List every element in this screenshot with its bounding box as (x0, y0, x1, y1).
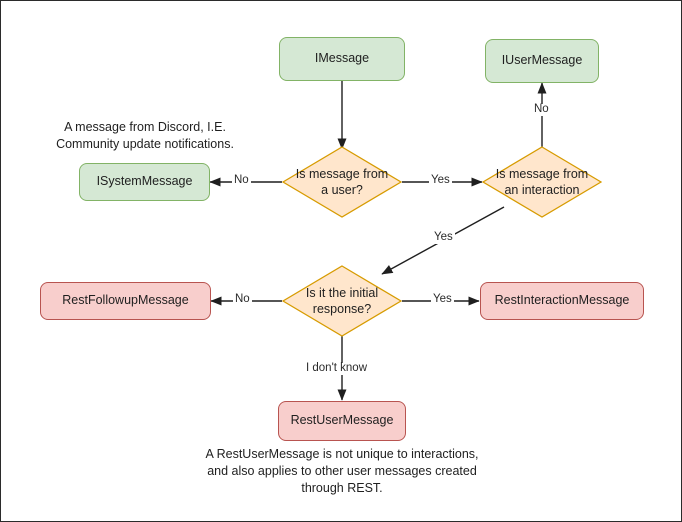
node-restinteractionmessage-label: RestInteractionMessage (494, 293, 630, 308)
edge-label-initial-no: No (233, 293, 252, 306)
edge-label-initial-unknown: I don't know (304, 362, 370, 375)
edge-label-interaction-yes: Yes (432, 231, 455, 244)
edge-label-initial-yes: Yes (431, 293, 454, 306)
node-restusermessage-label: RestUserMessage (290, 413, 394, 428)
annotation-rest-user-message: A RestUserMessage is not unique to inter… (205, 447, 479, 495)
node-decision-is-message-from-an-interaction[interactable]: Is message from an interaction (482, 146, 602, 218)
diamond-shape-initial (282, 265, 402, 337)
diamond-shape-user (282, 146, 402, 218)
node-decision-is-it-the-initial-response[interactable]: Is it the initial response? (282, 265, 402, 337)
edge-label-interaction-no: No (532, 103, 551, 116)
edge-label-user-yes: Yes (429, 174, 452, 187)
diamond-shape-interaction (482, 146, 602, 218)
node-iusermessage[interactable]: IUserMessage (485, 39, 599, 83)
node-restinteractionmessage[interactable]: RestInteractionMessage (480, 282, 644, 320)
node-decision-user-label: Is message from a user? (295, 166, 389, 197)
node-restfollowupmessage-label: RestFollowupMessage (62, 293, 189, 308)
node-restfollowupmessage[interactable]: RestFollowupMessage (40, 282, 211, 320)
node-iusermessage-label: IUserMessage (501, 53, 583, 68)
annotation-system-message: A message from Discord, I.E. Community u… (56, 120, 234, 151)
node-restusermessage[interactable]: RestUserMessage (278, 401, 406, 441)
node-imessage[interactable]: IMessage (279, 37, 405, 81)
edge-label-user-no: No (232, 174, 251, 187)
node-imessage-label: IMessage (314, 51, 370, 66)
node-decision-interaction-label: Is message from an interaction (495, 166, 589, 197)
node-isystemmessage[interactable]: ISystemMessage (79, 163, 210, 201)
node-decision-initial-label: Is it the initial response? (305, 285, 379, 316)
node-decision-is-message-from-a-user[interactable]: Is message from a user? (282, 146, 402, 218)
node-isystemmessage-label: ISystemMessage (96, 174, 193, 189)
